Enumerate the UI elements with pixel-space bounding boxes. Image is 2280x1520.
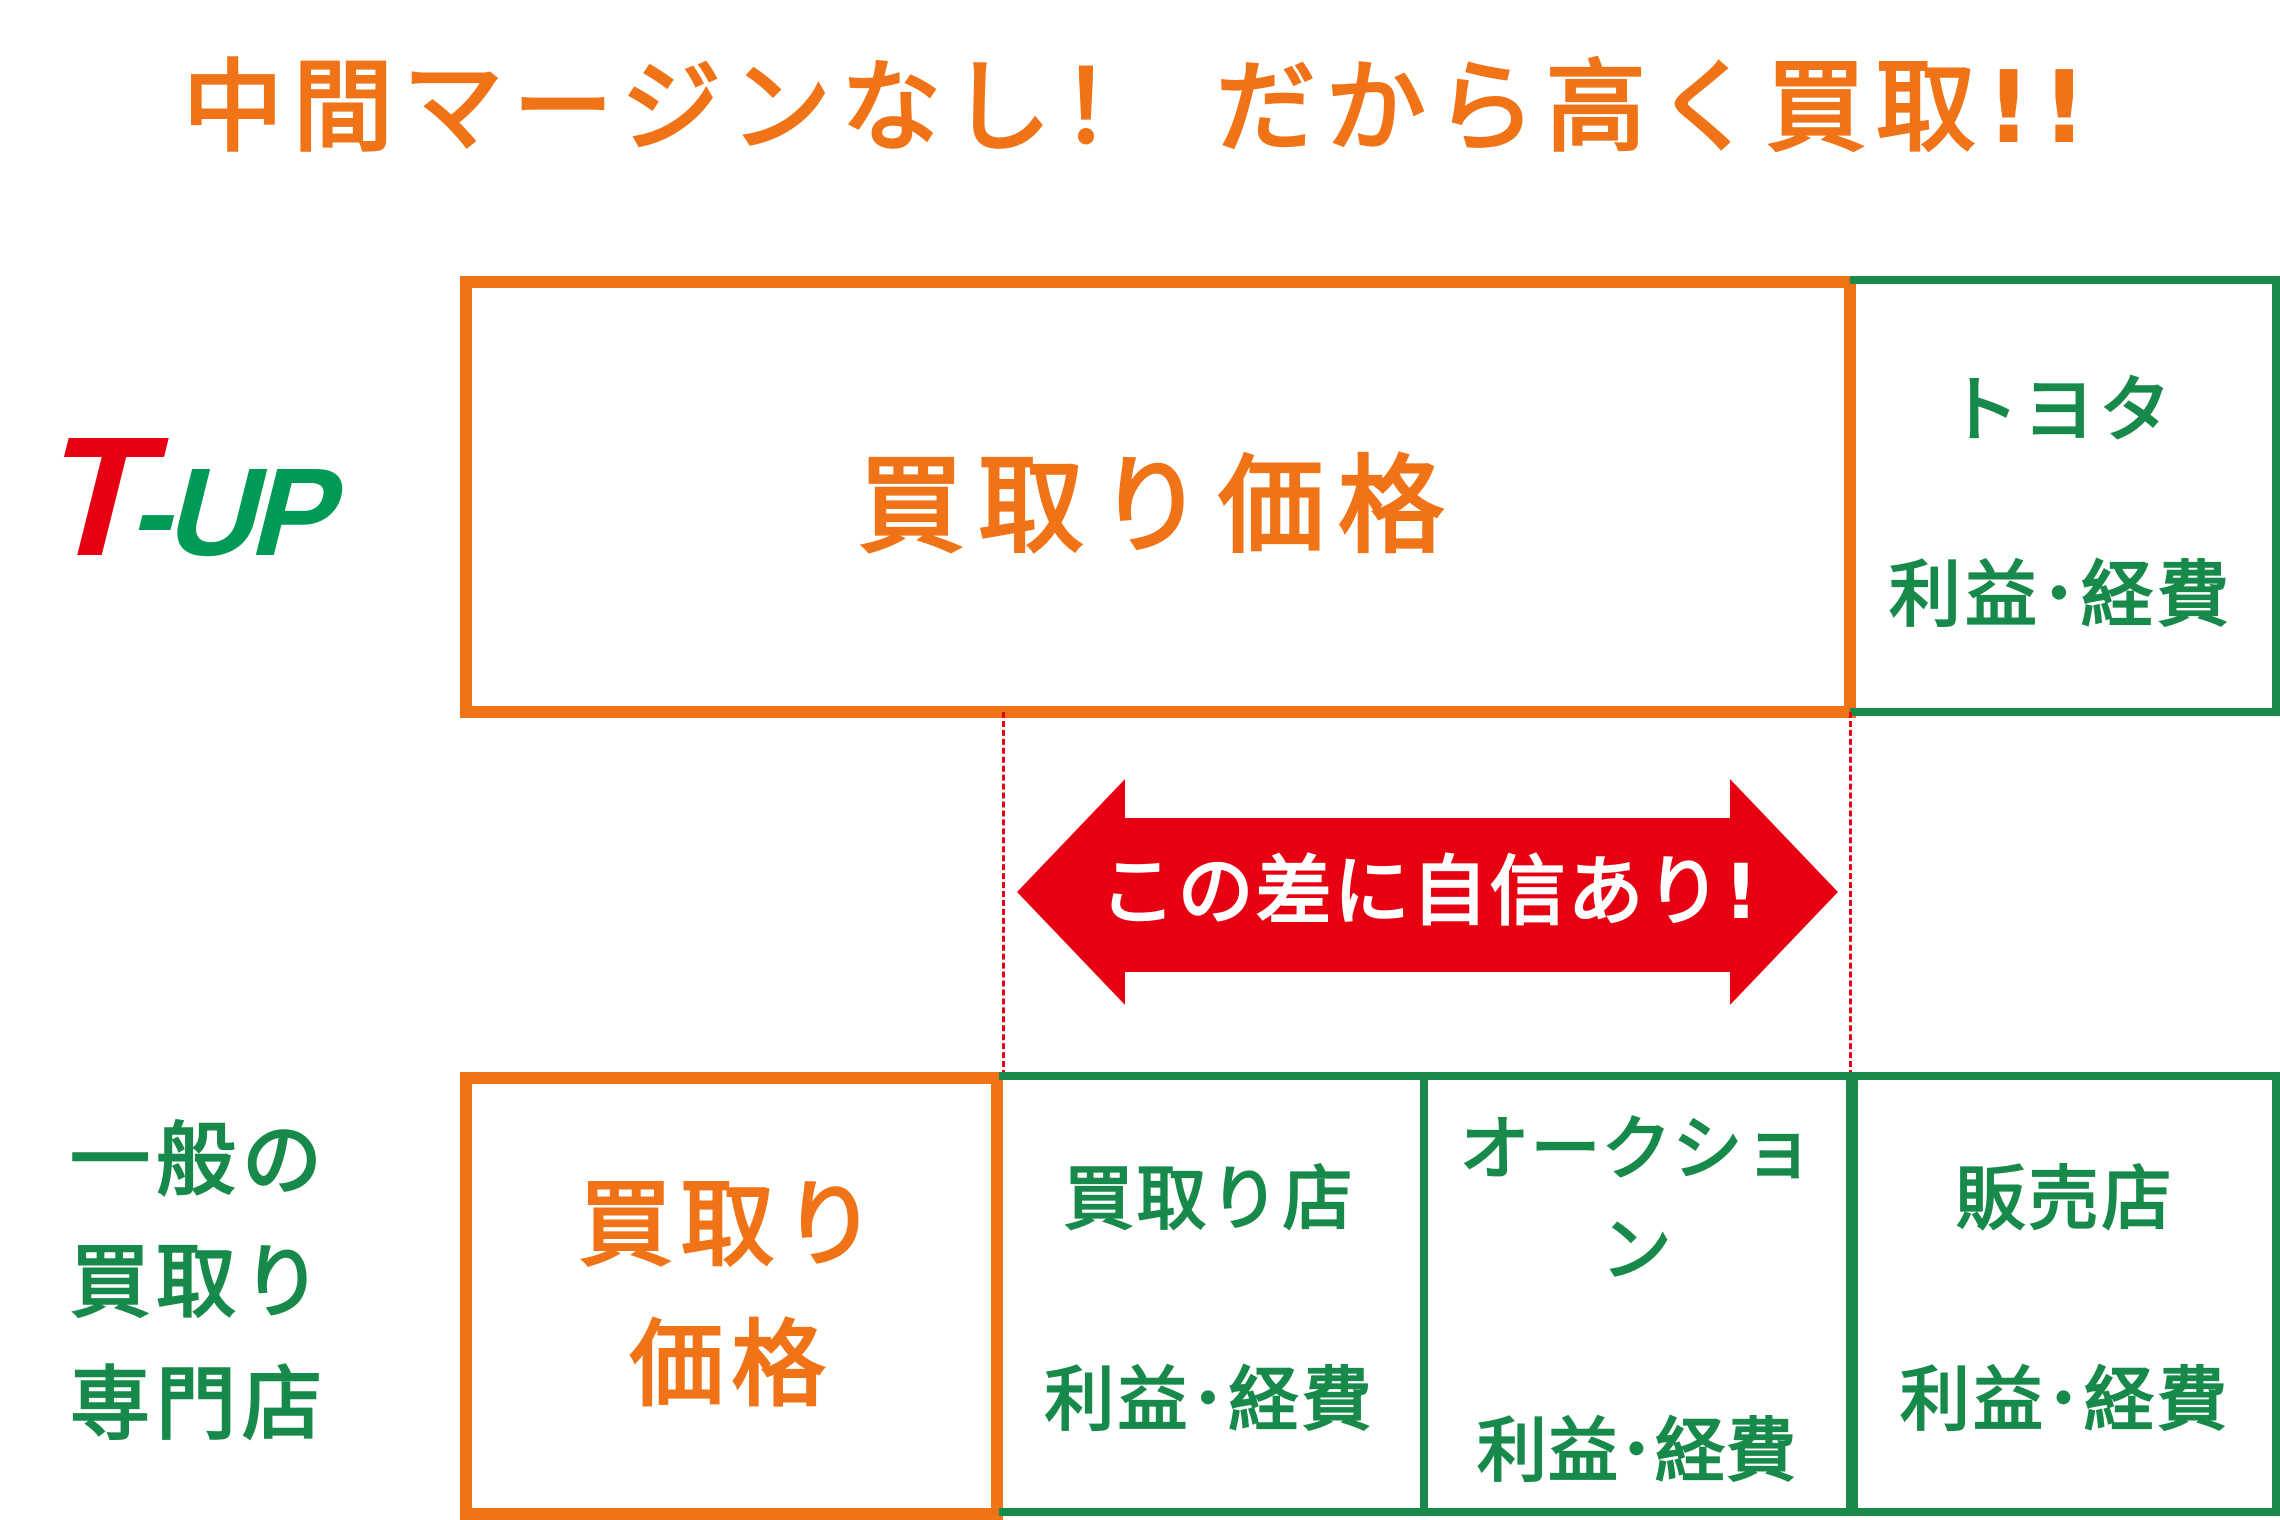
- headline: 中間マージンなし！ だから高く買取!!: [182, 49, 2098, 166]
- retailer-cost-box: 販売店 利益･経費: [1850, 1072, 2280, 1516]
- t-up-logo: T -UP: [29, 425, 356, 570]
- toyota-cost-label: 利益･経費: [1888, 553, 2233, 637]
- tup-price-box: 買取り価格: [460, 276, 1856, 718]
- general-price-line: 価格: [629, 1311, 834, 1420]
- auction-cost-box: オークション 利益･経費: [1420, 1072, 1854, 1516]
- double-arrow-icon: [1017, 779, 1838, 1005]
- tup-price-label: 買取り価格: [858, 445, 1458, 568]
- toyota-cost-box: トヨタ 利益･経費: [1850, 276, 2280, 716]
- gap-label: この差に自信あり!: [1099, 847, 1761, 936]
- auction-cost-label: 利益･経費: [1477, 1409, 1797, 1492]
- buyer-shop-label: 買取り店: [1063, 1158, 1356, 1240]
- guide-line-right: [1849, 712, 1852, 1076]
- general-label-line: 買取り: [70, 1236, 328, 1329]
- general-label-line: 専門店: [70, 1358, 328, 1451]
- retailer-cost-label: 利益･経費: [1900, 1359, 2230, 1441]
- general-shop-label: 一般の 買取り 専門店: [70, 1100, 328, 1466]
- logo-up: -UP: [121, 442, 356, 570]
- retailer-label: 販売店: [1955, 1158, 2175, 1240]
- toyota-label: トヨタ: [1946, 368, 2175, 452]
- auction-label: オークション: [1459, 1107, 1815, 1291]
- general-price-box: 買取り 価格: [460, 1072, 1003, 1520]
- general-label-line: 一般の: [70, 1114, 328, 1207]
- buyer-shop-cost-box: 買取り店 利益･経費: [999, 1072, 1428, 1516]
- general-price-line: 買取り: [578, 1171, 885, 1280]
- buyer-shop-cost-label: 利益･経費: [1044, 1359, 1375, 1441]
- guide-line-left: [1002, 712, 1005, 1076]
